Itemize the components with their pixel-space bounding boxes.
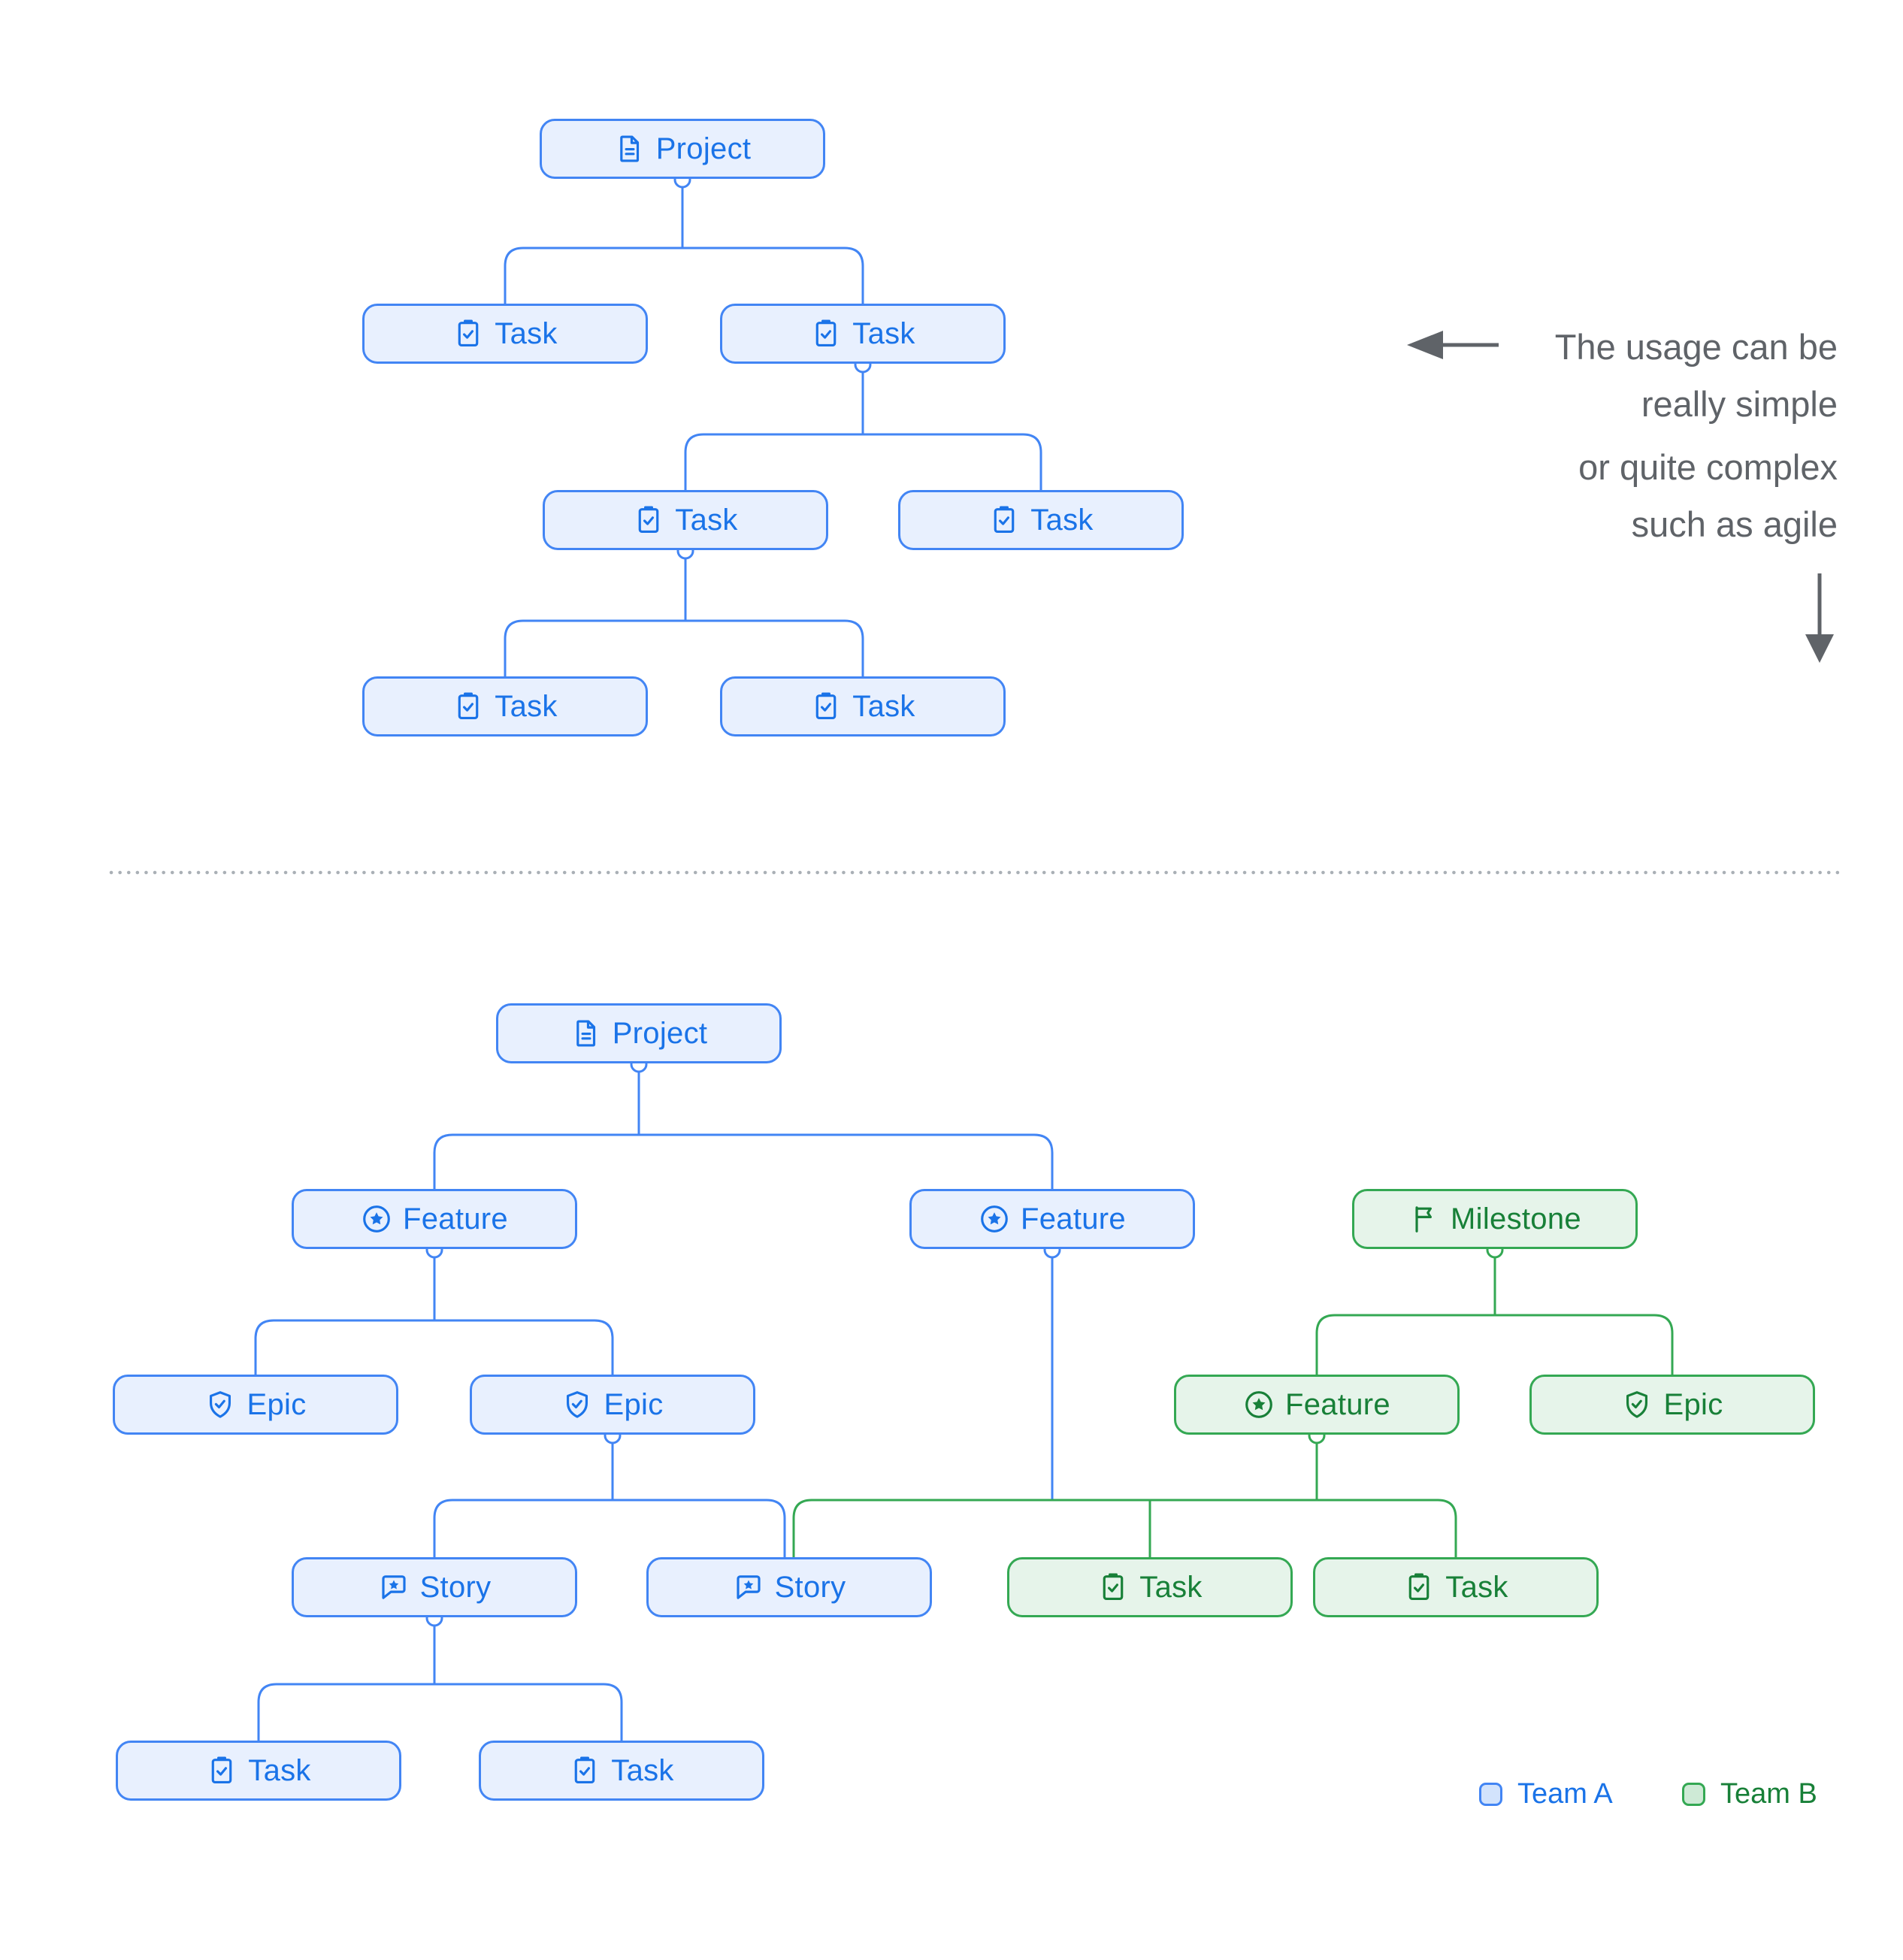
comment-star-icon [378,1571,410,1603]
clipboard-check-icon [988,504,1020,536]
node-epic[interactable]: Epic [470,1375,755,1435]
annotation-line: The usage can be [1554,327,1838,367]
node-label: Task [1445,1570,1508,1604]
flag-icon [1408,1203,1440,1235]
node-task[interactable]: Task [720,676,1006,737]
connector-edge [792,1499,1457,1559]
node-story[interactable]: Story [292,1557,577,1617]
connector-edge [504,247,864,305]
node-task[interactable]: Task [479,1741,764,1801]
clipboard-check-icon [569,1755,601,1786]
clipboard-check-icon [206,1755,237,1786]
annotation-arrows [1407,331,1834,663]
connector-edge [433,1499,786,1559]
node-task[interactable]: Task [362,676,648,737]
team-b-swatch-icon [1682,1782,1705,1806]
legend-label: Team A [1517,1777,1613,1810]
node-task[interactable]: Task [1313,1557,1599,1617]
node-task[interactable]: Task [898,490,1184,550]
star-circle-icon [361,1203,392,1235]
node-label: Project [655,132,752,165]
connector-edge [257,1683,623,1742]
node-feature[interactable]: Feature [292,1189,577,1249]
node-label: Task [675,503,738,537]
legend-item-team-b: Team B [1682,1777,1817,1810]
node-milestone[interactable]: Milestone [1352,1189,1638,1249]
node-label: Task [1030,503,1094,537]
node-task[interactable]: Task [116,1741,401,1801]
node-label: Epic [247,1387,307,1421]
star-circle-icon [979,1203,1010,1235]
legend-label: Team B [1720,1777,1817,1810]
annotation-line: or quite complex [1578,447,1838,487]
connector-edge [1315,1314,1674,1376]
annotation-simple: The usage can be really simple [1555,319,1838,433]
node-label: Story [419,1570,492,1604]
team-a-connectors [254,179,1054,1742]
node-label: Task [248,1753,311,1787]
connector-edge [504,619,864,678]
shield-check-icon [561,1389,593,1420]
clipboard-check-icon [810,691,842,722]
team-a-swatch-icon [1479,1782,1502,1806]
annotation-complex: or quite complex such as agile [1578,439,1838,553]
down-arrow-head [1805,634,1834,663]
connector-edge [433,1133,1054,1190]
node-label: Epic [1663,1387,1723,1421]
node-feature[interactable]: Feature [909,1189,1195,1249]
annotation-line: really simple [1641,384,1838,424]
node-feature[interactable]: Feature [1174,1375,1460,1435]
node-label: Task [1139,1570,1203,1604]
clipboard-check-icon [633,504,664,536]
connector-edge [684,433,1042,492]
clipboard-check-icon [810,318,842,349]
star-circle-icon [1243,1389,1275,1420]
node-label: Project [612,1016,708,1050]
node-label: Feature [1285,1387,1390,1421]
legend-item-team-a: Team A [1479,1777,1613,1810]
node-label: Feature [403,1202,508,1236]
annotation-line: such as agile [1631,504,1838,544]
left-arrow-head [1407,331,1443,359]
node-task[interactable]: Task [720,304,1006,364]
node-label: Task [611,1753,674,1787]
clipboard-check-icon [1403,1571,1435,1603]
shield-check-icon [1621,1389,1653,1420]
clipboard-check-icon [1097,1571,1129,1603]
shield-check-icon [204,1389,236,1420]
node-project[interactable]: Project [496,1003,782,1063]
node-epic[interactable]: Epic [113,1375,398,1435]
node-story[interactable]: Story [646,1557,932,1617]
team-b-connectors [792,1249,1674,1559]
node-project[interactable]: Project [540,119,825,179]
node-label: Milestone [1451,1202,1581,1236]
node-label: Task [495,316,558,350]
connector-edge [254,1319,614,1376]
node-task[interactable]: Task [543,490,828,550]
node-label: Epic [604,1387,664,1421]
clipboard-check-icon [452,691,484,722]
node-label: Task [852,316,915,350]
document-icon [614,133,646,165]
node-epic[interactable]: Epic [1529,1375,1815,1435]
clipboard-check-icon [452,318,484,349]
node-label: Task [852,689,915,723]
node-label: Task [495,689,558,723]
node-label: Story [774,1570,846,1604]
node-label: Feature [1021,1202,1126,1236]
comment-star-icon [733,1571,764,1603]
document-icon [570,1018,602,1049]
node-task[interactable]: Task [362,304,648,364]
node-task[interactable]: Task [1007,1557,1293,1617]
